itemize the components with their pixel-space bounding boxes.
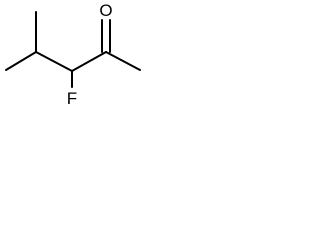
bond-cf-to-carbonyl <box>71 51 107 72</box>
structure-diagram: O F <box>5 1 141 108</box>
bond-methyl-left <box>5 51 37 71</box>
bond-methyl-right <box>105 51 141 71</box>
atom-label-oxygen: O <box>99 1 112 20</box>
bond-ch-to-cf <box>35 51 73 72</box>
atom-label-fluorine: F <box>67 89 77 108</box>
